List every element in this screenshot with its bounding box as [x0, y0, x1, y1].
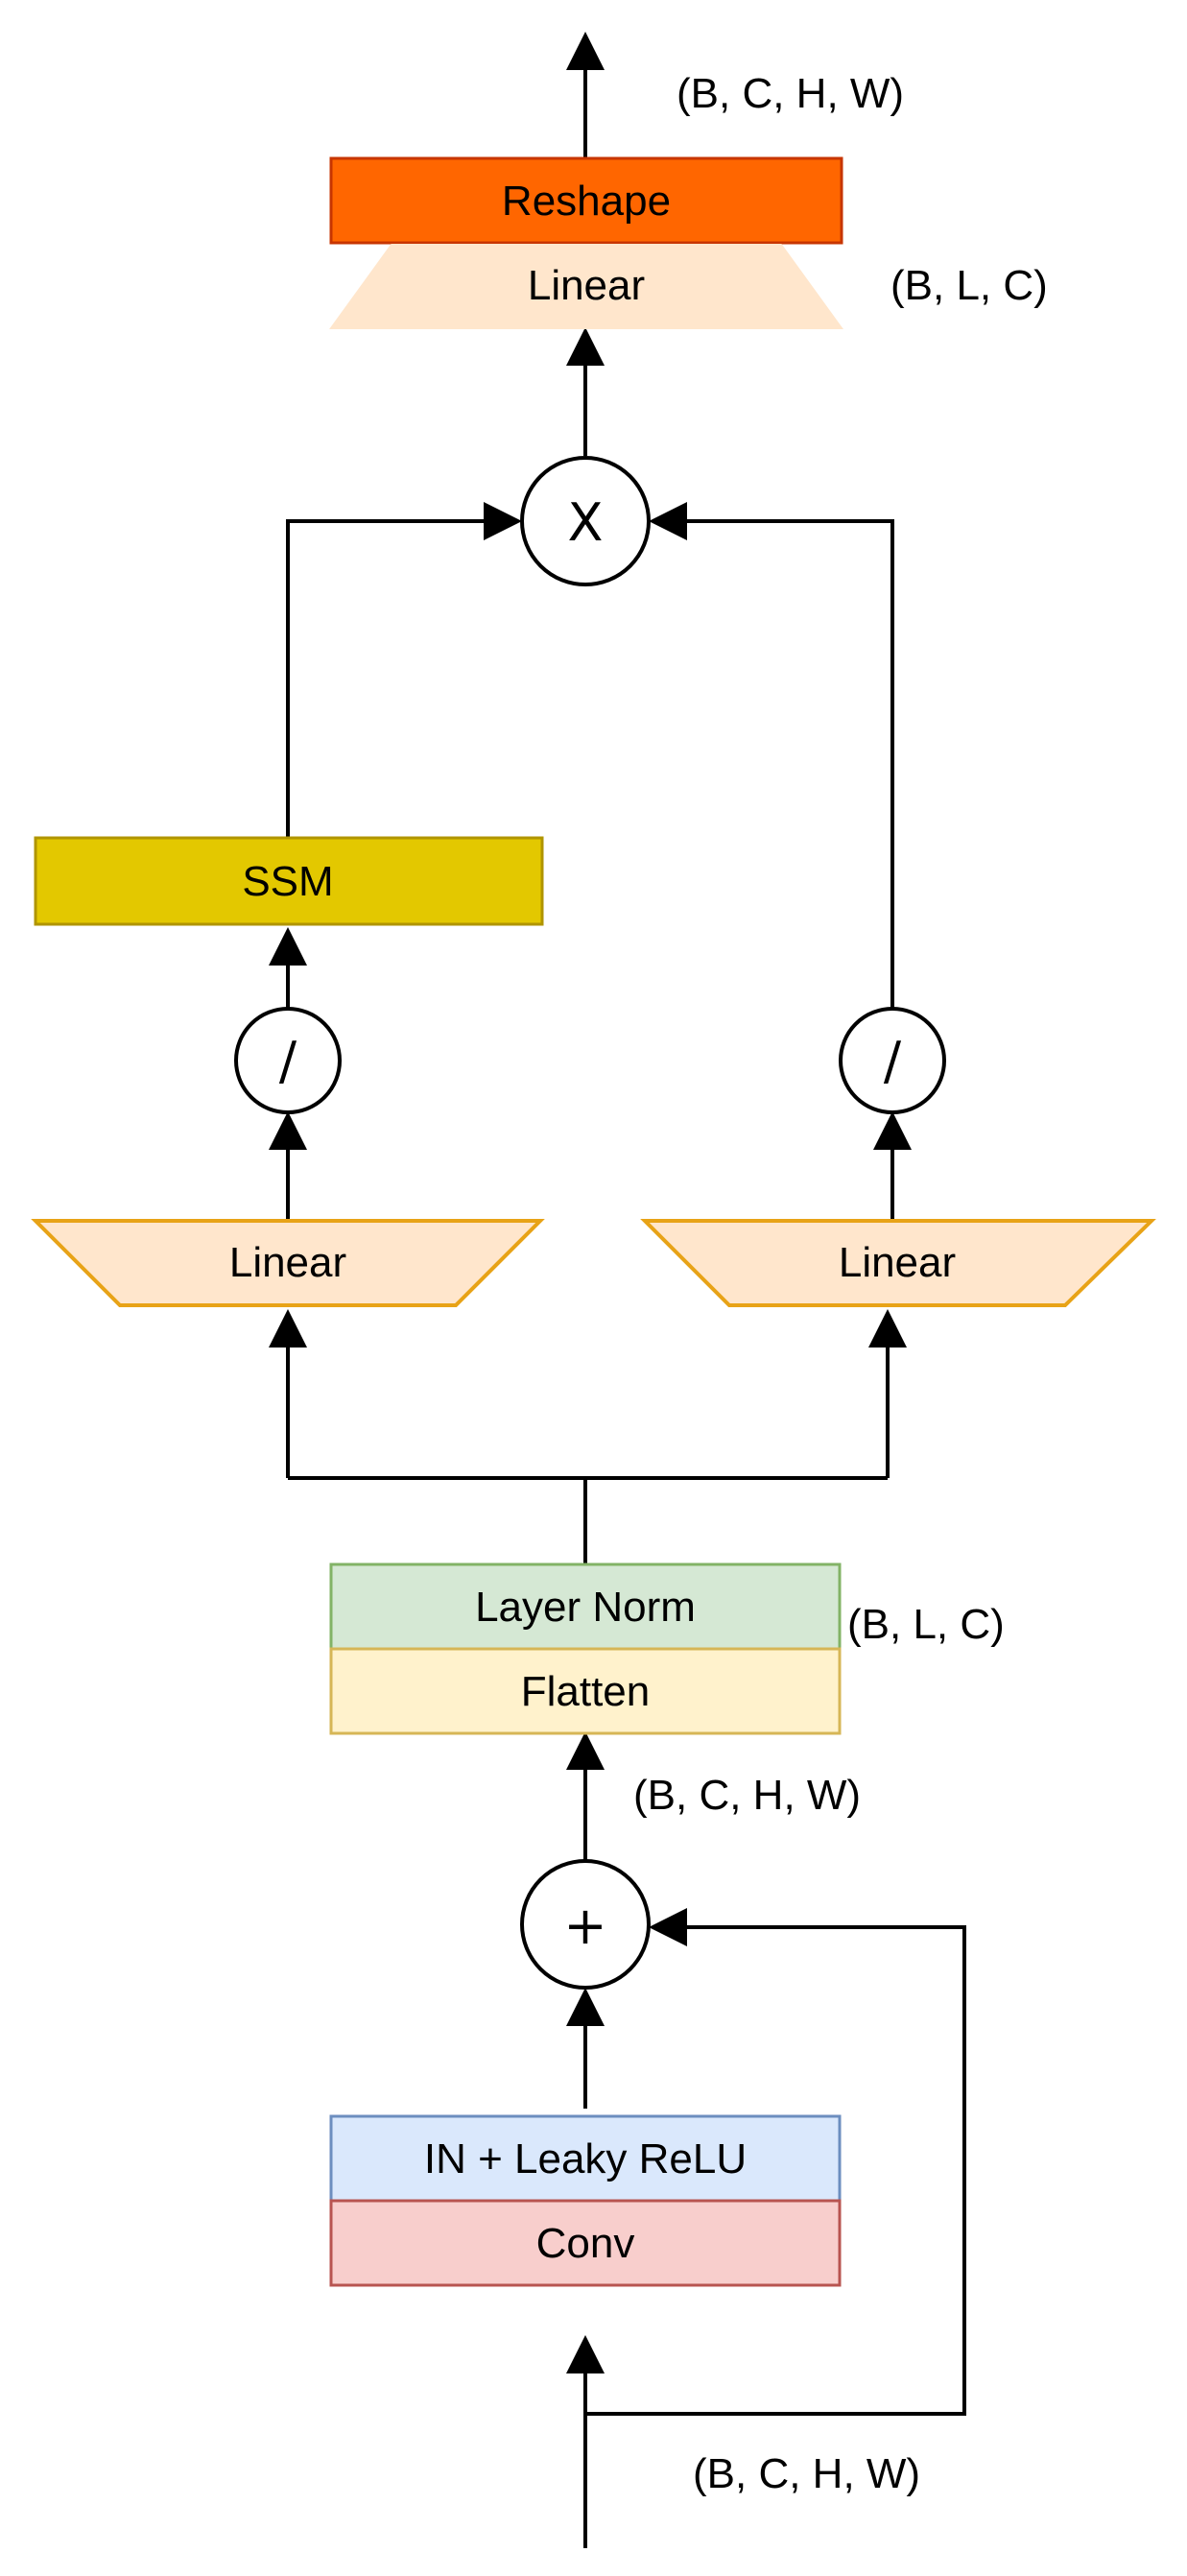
flatten-label: Flatten — [521, 1668, 651, 1715]
layer-norm-block: Layer Norm — [329, 1562, 842, 1651]
activation-right-circle — [839, 1007, 946, 1114]
ssm-label: SSM — [242, 858, 333, 905]
multiply-symbol: X — [568, 492, 604, 553]
shape-label-input: (B, C, H, W) — [693, 2450, 920, 2497]
residual-skip-path — [585, 1908, 966, 2416]
activation-left: / — [234, 1007, 342, 1114]
linear-left-block: Linear — [31, 1219, 545, 1307]
shape-label-after-linear: (B, L, C) — [890, 262, 1048, 309]
flatten-block: Flatten — [329, 1647, 842, 1735]
linear-out-trapezoid — [329, 244, 843, 329]
shape-label-after-flatten: (B, L, C) — [847, 1601, 1005, 1648]
reshape-box — [329, 156, 843, 245]
reshape-label: Reshape — [502, 178, 671, 225]
add-circle — [520, 1859, 651, 1990]
ssm-block: SSM — [34, 836, 544, 926]
linear-right-label: Linear — [839, 1239, 956, 1286]
in-leaky-relu-block: IN + Leaky ReLU — [329, 2114, 842, 2203]
right-act-to-multiply-path — [649, 502, 894, 1010]
flatten-box — [329, 1647, 842, 1735]
reshape-block: Reshape — [329, 156, 843, 245]
linear-right-block: Linear — [640, 1219, 1156, 1307]
activation-right: / — [839, 1007, 946, 1114]
layer-norm-label: Layer Norm — [475, 1584, 696, 1631]
conv-block: Conv — [329, 2199, 842, 2287]
add-symbol: + — [563, 1896, 606, 1956]
activation-left-symbol: / — [279, 1031, 297, 1091]
ssm-box — [34, 836, 544, 926]
multiply-circle — [520, 456, 651, 586]
linear-out-block: Linear — [329, 244, 843, 329]
shape-label-after-add: (B, C, H, W) — [633, 1772, 861, 1819]
linear-out-label: Linear — [528, 262, 645, 309]
linear-left-trapezoid — [31, 1219, 545, 1307]
activation-left-circle — [234, 1007, 342, 1114]
in-leaky-relu-box — [329, 2114, 842, 2203]
connectors — [269, 32, 966, 2548]
conv-label: Conv — [536, 2220, 635, 2267]
linear-right-trapezoid — [640, 1219, 1156, 1307]
ssm-to-multiply-path — [286, 502, 522, 840]
shape-label-output: (B, C, H, W) — [677, 70, 904, 117]
linear-left-label: Linear — [229, 1239, 346, 1286]
conv-box — [329, 2199, 842, 2287]
activation-right-symbol: / — [884, 1031, 902, 1091]
in-leaky-relu-label: IN + Leaky ReLU — [424, 2135, 747, 2182]
add-operator: + — [520, 1859, 651, 1990]
multiply-operator: X — [520, 456, 651, 586]
